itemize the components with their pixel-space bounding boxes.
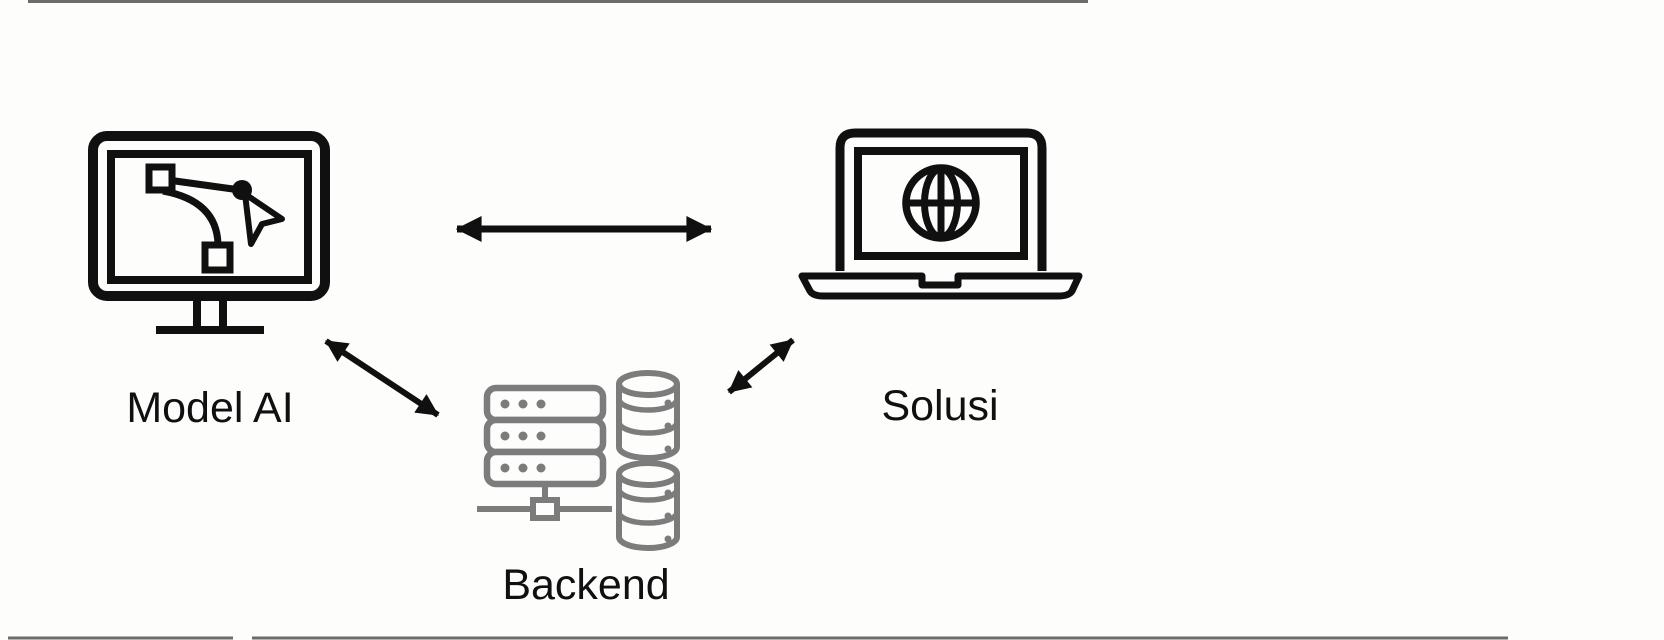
model-ai-node: Model AI [88,131,330,432]
arrow-backend-solusi [727,337,795,395]
laptop-globe-icon [798,128,1083,300]
backend-label: Backend [502,561,669,609]
solusi-node: Solusi [798,128,1083,430]
backend-node: Backend [477,370,680,609]
monitor-pen-tool-icon [88,131,330,334]
arrow-model-ai-backend [324,338,440,418]
edges [324,216,795,418]
model-ai-label: Model AI [126,384,293,432]
scan-artifact-lines [8,0,1508,640]
solusi-label: Solusi [881,382,998,430]
server-database-icon [477,370,680,551]
